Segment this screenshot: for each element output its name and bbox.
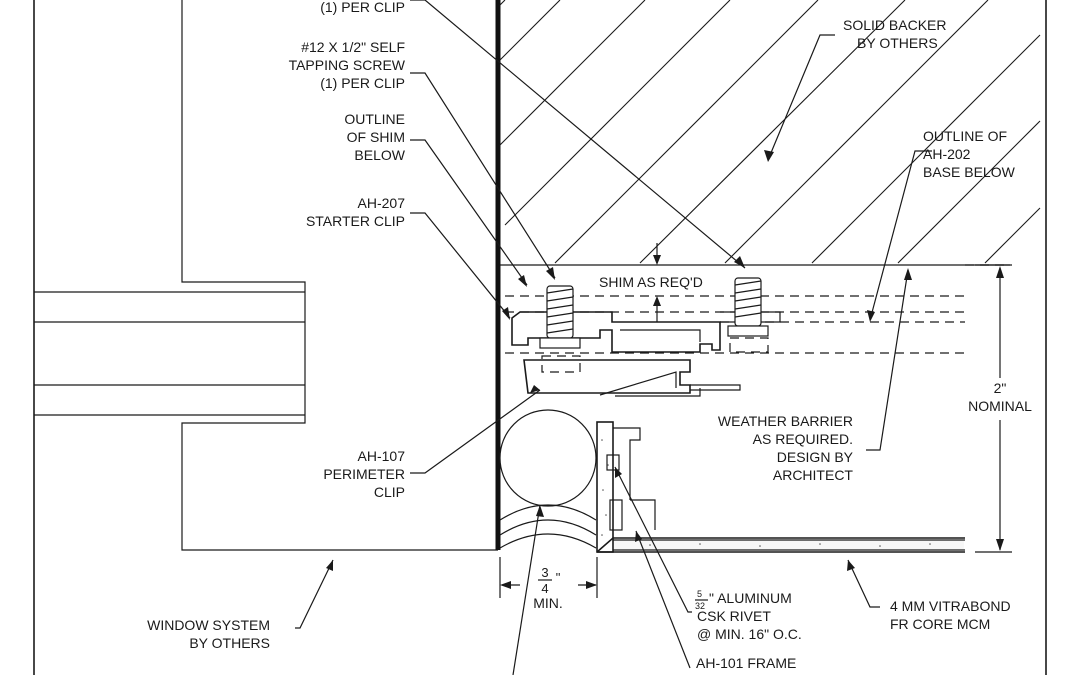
solid-backer-hatch	[499, 0, 1041, 266]
self-tapping-screw-left	[539, 285, 581, 373]
weather-barrier-label-line-4: ARCHITECT	[773, 467, 854, 483]
window-system-outline	[34, 0, 498, 551]
nominal-label: NOMINAL	[968, 398, 1032, 414]
backer-rod	[499, 409, 597, 549]
window-system-label-line-1: WINDOW SYSTEM	[147, 617, 270, 633]
min-denominator: 4	[541, 581, 548, 596]
min-dimension	[499, 557, 598, 598]
sheet-border	[33, 0, 1047, 675]
vitrabond-label-line-2: FR CORE MCM	[890, 616, 990, 632]
weather-barrier-label-line-1: WEATHER BARRIER	[718, 413, 853, 429]
shim-req-label: SHIM AS REQ'D	[599, 274, 703, 290]
leader-lines	[295, 0, 932, 675]
starter-clip-label-line-1: AH-207	[358, 195, 406, 211]
solid-backer-label-line-1: SOLID BACKER	[843, 17, 946, 33]
rivet-den: 32	[695, 601, 705, 611]
shim-dimension	[653, 243, 661, 322]
weather-barrier-label-line-3: DESIGN BY	[777, 449, 854, 465]
min-unit: "	[556, 570, 561, 585]
shim-outline-label-line-2: OF SHIM	[347, 129, 405, 145]
perimeter-clip-label-line-2: PERIMETER	[323, 466, 405, 482]
rivet-label-line-1: " ALUMINUM	[709, 590, 792, 606]
min-label: MIN.	[533, 595, 563, 611]
weather-barrier-label-line-2: AS REQUIRED.	[753, 431, 853, 447]
vitrabond-label-line-1: 4 MM VITRABOND	[890, 598, 1011, 614]
screw-label-line-3: (1) PER CLIP	[320, 75, 405, 91]
base-outline-label-line-3: BASE BELOW	[923, 164, 1016, 180]
window-system-label-line-2: BY OTHERS	[189, 635, 270, 651]
screw-label-line-1: #12 X 1/2" SELF	[301, 39, 405, 55]
starter-clip-label-line-2: STARTER CLIP	[306, 213, 405, 229]
rivet-label-line-2: CSK RIVET	[697, 608, 771, 624]
solid-backer-label-line-2: BY OTHERS	[857, 35, 938, 51]
min-numerator: 3	[541, 565, 548, 580]
nominal-value: 2"	[994, 380, 1007, 396]
leader-arrowheads	[326, 150, 912, 571]
screw-label-line-2: TAPPING SCREW	[289, 57, 406, 73]
dimension-labels: 2" NOMINAL 3 4 " MIN.	[533, 380, 1032, 611]
callout-labels: (1) PER CLIP #12 X 1/2" SELF TAPPING SCR…	[147, 0, 854, 651]
base-outline-label-line-2: AH-202	[923, 146, 971, 162]
frame-label: AH-101 FRAME	[696, 655, 796, 671]
base-outline-label-line-1: OUTLINE OF	[923, 128, 1007, 144]
nominal-dimension	[975, 264, 1012, 553]
per-clip-top-label: (1) PER CLIP	[320, 0, 405, 15]
rivet-num: 5	[697, 589, 702, 599]
callout-labels-left-aligned: SOLID BACKER BY OTHERS OUTLINE OF AH-202…	[599, 17, 1016, 671]
perimeter-clip-label-line-1: AH-107	[358, 448, 406, 464]
shim-outline-label-line-1: OUTLINE	[344, 111, 405, 127]
perimeter-clip-label-line-3: CLIP	[374, 484, 405, 500]
core-texture	[601, 439, 931, 547]
shim-outline-label-line-3: BELOW	[354, 147, 405, 163]
self-tapping-screw-right	[727, 277, 769, 353]
perimeter-clip-ah107	[523, 359, 741, 397]
rivet-label-line-3: @ MIN. 16" O.C.	[697, 626, 802, 642]
